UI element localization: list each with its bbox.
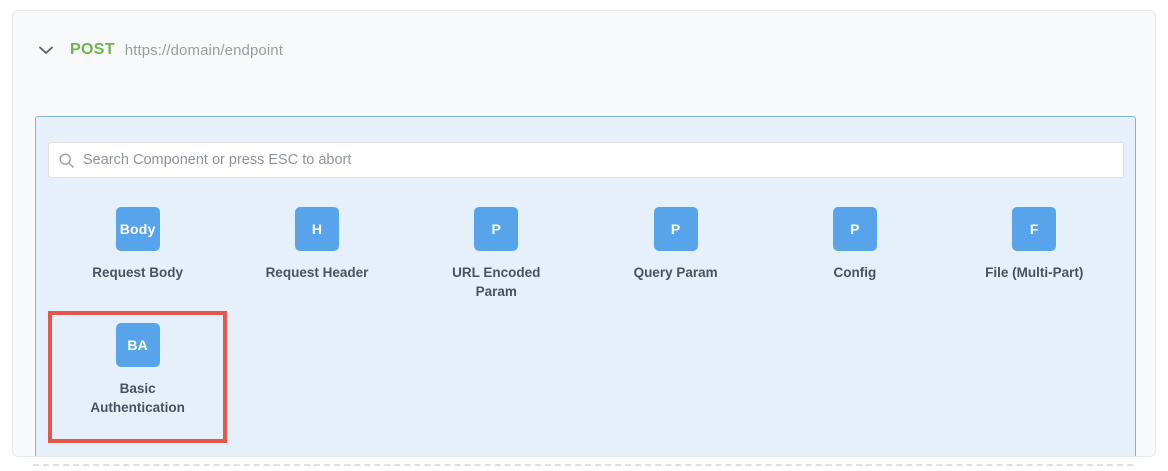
- dashed-divider: [33, 464, 1133, 466]
- badge-icon: H: [294, 207, 339, 251]
- component-picker-panel: Body Request Body H Request Header P URL…: [35, 116, 1136, 456]
- component-tile-config[interactable]: P Config: [765, 195, 944, 311]
- component-tile-request-body[interactable]: Body Request Body: [48, 195, 227, 311]
- chevron-down-icon[interactable]: [33, 37, 59, 63]
- component-tile-request-header[interactable]: H Request Header: [227, 195, 406, 311]
- search-input[interactable]: [83, 152, 1123, 168]
- component-label: Request Header: [265, 265, 369, 280]
- badge-icon: P: [832, 207, 877, 251]
- request-header[interactable]: POST https://domain/endpoint: [13, 11, 1155, 89]
- badge-icon: BA: [115, 323, 160, 367]
- component-tile-basic-authentication[interactable]: BA Basic Authentication: [48, 311, 228, 443]
- component-label: Query Param: [633, 265, 718, 280]
- component-label: Config: [833, 265, 877, 280]
- component-label: Request Body: [92, 265, 184, 280]
- badge-icon: P: [653, 207, 698, 251]
- component-label: Basic Authentication: [90, 381, 185, 415]
- component-tile-file-multi-part[interactable]: F File (Multi-Part): [945, 195, 1124, 311]
- search-bar[interactable]: [48, 142, 1124, 178]
- component-tile-query-param[interactable]: P Query Param: [586, 195, 765, 311]
- badge-icon: Body: [115, 207, 160, 251]
- request-method: POST: [70, 41, 115, 58]
- request-url: https://domain/endpoint: [124, 41, 284, 59]
- component-tile-url-encoded-param[interactable]: P URL Encoded Param: [407, 195, 586, 311]
- badge-icon: F: [1012, 207, 1057, 251]
- component-label: File (Multi-Part): [985, 265, 1084, 280]
- component-grid: Body Request Body H Request Header P URL…: [48, 195, 1124, 443]
- component-label: URL Encoded Param: [452, 265, 541, 299]
- request-card: POST https://domain/endpoint Body Reques…: [12, 10, 1156, 457]
- badge-icon: P: [474, 207, 519, 251]
- search-icon: [49, 152, 83, 169]
